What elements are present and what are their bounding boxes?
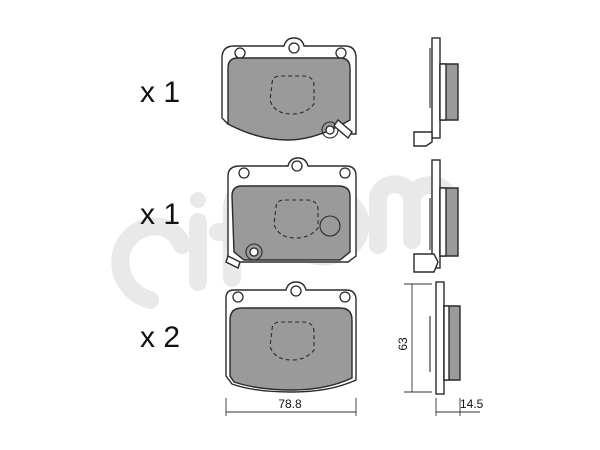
mounting-hole-icon xyxy=(232,291,244,303)
quantity-label-bottom: x 2 xyxy=(140,321,180,354)
width-dimension: 78.8 xyxy=(225,397,357,416)
wear-sensor-icon xyxy=(225,255,241,269)
mounting-hole-icon xyxy=(335,47,347,59)
width-dimension-label: 78.8 xyxy=(278,397,302,411)
mounting-hole-icon xyxy=(238,167,250,179)
height-dimension-label: 63 xyxy=(396,337,410,351)
height-dimension: 63 xyxy=(396,283,432,393)
wear-sensor-icon xyxy=(333,118,353,140)
mounting-hole-icon xyxy=(288,42,300,54)
mounting-hole-icon xyxy=(291,160,303,172)
brake-pad-middle-front-view xyxy=(225,157,357,269)
quantity-label-top: x 1 xyxy=(140,76,180,109)
quantity-label-middle: x 1 xyxy=(140,198,180,231)
thickness-dimension: 14.5 xyxy=(435,397,484,416)
mounting-hole-icon xyxy=(234,47,246,59)
brake-pad-bottom-side-view xyxy=(429,281,461,395)
mounting-hole-icon xyxy=(339,291,351,303)
brake-pad-top-front-view xyxy=(221,37,357,141)
thickness-dimension-label: 14.5 xyxy=(460,397,484,411)
brake-pad-bottom-front-view xyxy=(225,281,357,393)
wear-sensor-icon xyxy=(413,253,439,273)
wear-sensor-icon xyxy=(413,131,433,147)
brake-pad-middle-side-view xyxy=(413,159,459,273)
mounting-hole-icon xyxy=(290,285,302,297)
mounting-hole-icon xyxy=(339,167,351,179)
brake-pad-top-side-view xyxy=(413,37,459,147)
